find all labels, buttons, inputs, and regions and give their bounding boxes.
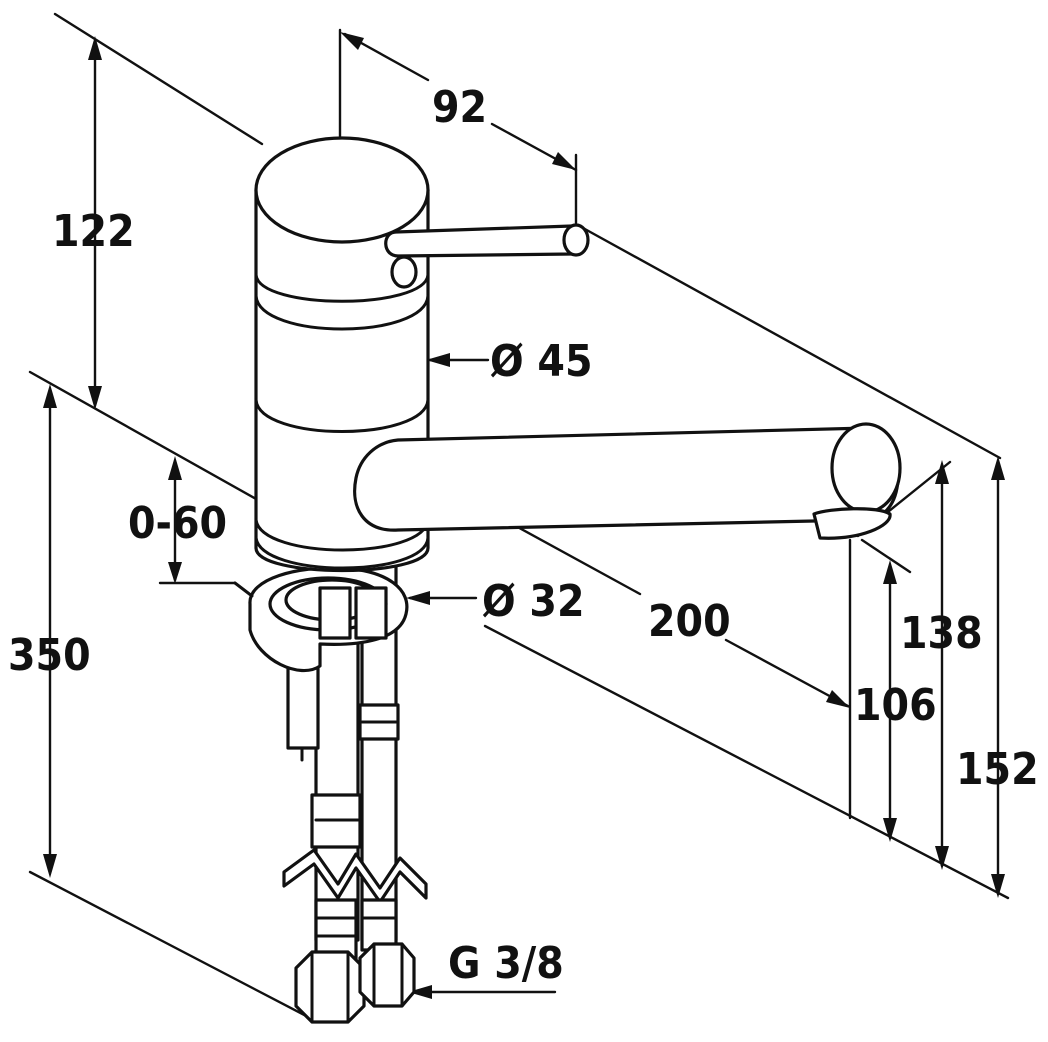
faucet-body bbox=[233, 136, 902, 1024]
label-diameter-32: Ø 32 bbox=[482, 576, 585, 627]
dimension-labels: 92 122 Ø 45 0-60 Ø 32 200 350 138 106 15… bbox=[8, 82, 1039, 989]
label-152: 152 bbox=[956, 744, 1039, 795]
label-106: 106 bbox=[854, 680, 937, 731]
label-diameter-45: Ø 45 bbox=[490, 336, 593, 387]
label-350: 350 bbox=[8, 630, 91, 681]
label-0-60: 0-60 bbox=[128, 498, 227, 549]
lever-handle bbox=[384, 223, 590, 289]
label-200: 200 bbox=[648, 596, 731, 647]
label-thread-g-3-8: G 3/8 bbox=[448, 938, 564, 989]
mounting-base bbox=[233, 566, 409, 673]
label-138: 138 bbox=[900, 608, 983, 659]
label-92: 92 bbox=[432, 82, 487, 133]
spout bbox=[353, 422, 902, 540]
label-122: 122 bbox=[52, 206, 135, 257]
